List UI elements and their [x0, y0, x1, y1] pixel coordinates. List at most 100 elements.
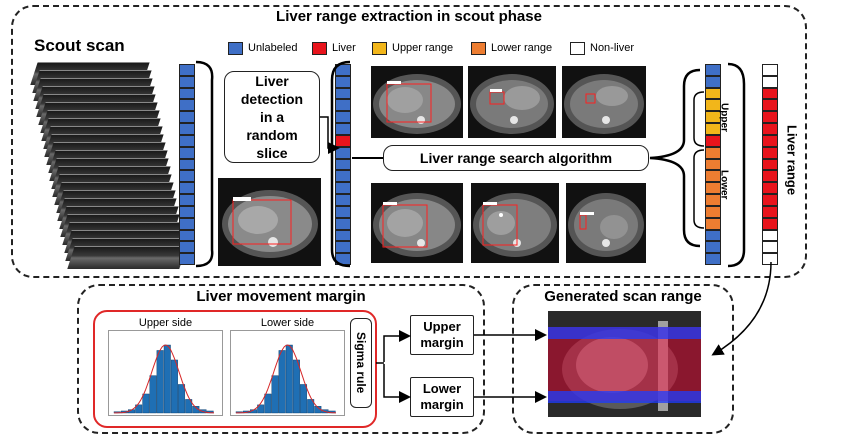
slice-cell: [179, 229, 195, 242]
slice-cell: [335, 194, 351, 206]
ct-slice-upper-1: [371, 66, 463, 138]
slice-cell: [335, 111, 351, 124]
slice-cell: [762, 123, 778, 135]
slice-cell: [705, 253, 721, 265]
slice-cell: [762, 87, 778, 100]
slice-cell: [705, 229, 721, 242]
slice-cell: [705, 75, 721, 88]
slice-cell: [179, 217, 195, 230]
slice-cell: [705, 123, 721, 135]
slice-cell: [179, 146, 195, 159]
ct-slice-lower-1: [371, 183, 463, 263]
lower-margin-box: Lower margin: [410, 377, 474, 417]
slice-cell: [705, 205, 721, 218]
legend-swatch-liver: [312, 42, 327, 55]
scout-scan-label: Scout scan: [34, 36, 125, 55]
slice-cell: [335, 99, 351, 112]
slice-cell: [335, 134, 351, 147]
slice-cell: [762, 194, 778, 206]
liver-detection-box: Liver detection in a random slice: [224, 71, 320, 163]
slice-cell: [762, 217, 778, 230]
slice-cell: [705, 87, 721, 100]
slice-cell: [335, 217, 351, 230]
ct-slice-detection: [218, 178, 321, 266]
lower-label: Lower: [718, 170, 730, 200]
legend-label-upper-range: Upper range: [392, 42, 454, 54]
scout-phase-panel: [11, 5, 807, 278]
histogram-panel: [93, 310, 377, 428]
slice-cell: [762, 170, 778, 183]
slice-cell: [335, 158, 351, 171]
upper-margin-box: Upper margin: [410, 315, 474, 355]
slice-cell: [762, 182, 778, 195]
slice-cell: [762, 205, 778, 218]
slice-cell: [335, 75, 351, 88]
movement-margin-panel: [77, 284, 485, 434]
slice-cell: [705, 182, 721, 195]
slice-cell: [179, 158, 195, 171]
slice-cell: [179, 241, 195, 254]
movement-margin-title: Liver movement margin: [196, 288, 366, 305]
slice-cell: [762, 241, 778, 254]
slice-cell: [179, 253, 195, 265]
sigma-rule-box: Sigma rule: [350, 318, 372, 408]
slice-cell: [705, 146, 721, 159]
slice-cell: [179, 64, 195, 76]
slice-cell: [179, 194, 195, 206]
ct-slice-upper-2: [468, 66, 556, 138]
slice-cell: [179, 123, 195, 135]
slice-cell: [179, 170, 195, 183]
legend-swatch-unlabeled: [228, 42, 243, 55]
slice-cell: [179, 182, 195, 195]
legend-label-lower-range: Lower range: [491, 42, 553, 54]
upper-label: Upper: [718, 102, 730, 132]
slice-cell: [705, 170, 721, 183]
slice-cell: [705, 64, 721, 76]
ct-slice-lower-2: [471, 183, 559, 263]
slice-cell: [762, 253, 778, 265]
slice-cell: [179, 111, 195, 124]
legend-label-liver: Liver: [332, 42, 356, 54]
slice-cell: [705, 217, 721, 230]
scout-slice: [67, 246, 187, 269]
slice-cell: [335, 87, 351, 100]
liver-range-search-box: Liver range search algorithm: [383, 145, 649, 171]
upper-side-histogram: [108, 330, 223, 416]
legend-swatch-non-liver: [570, 42, 585, 55]
slice-cell: [179, 87, 195, 100]
slice-cell: [179, 75, 195, 88]
legend-label-non-liver: Non-liver: [590, 42, 635, 54]
slice-cell: [762, 229, 778, 242]
slice-cell: [335, 229, 351, 242]
slice-cell: [705, 158, 721, 171]
liver-range-label: Liver range: [784, 124, 800, 196]
ct-slice-lower-3: [566, 183, 646, 263]
lower-side-histogram: [230, 330, 345, 416]
slice-cell: [335, 253, 351, 265]
slice-cell: [705, 99, 721, 112]
legend-swatch-upper-range: [372, 42, 387, 55]
slice-cell: [335, 241, 351, 254]
slice-cell: [179, 205, 195, 218]
slice-cell: [179, 99, 195, 112]
slice-cell: [179, 134, 195, 147]
slice-cell: [335, 205, 351, 218]
generated-range-title: Generated scan range: [544, 288, 702, 305]
scout-phase-title: Liver range extraction in scout phase: [276, 8, 542, 25]
slice-cell: [705, 111, 721, 124]
slice-cell: [335, 170, 351, 183]
slice-cell: [335, 146, 351, 159]
generated-scan-image: [548, 311, 701, 417]
lower-side-label: Lower side: [260, 317, 315, 329]
slice-cell: [762, 64, 778, 76]
upper-side-label: Upper side: [138, 317, 193, 329]
slice-cell: [335, 123, 351, 135]
slice-cell: [705, 134, 721, 147]
ct-slice-upper-3: [562, 66, 646, 138]
slice-cell: [705, 241, 721, 254]
legend-label-unlabeled: Unlabeled: [248, 42, 298, 54]
legend-swatch-lower-range: [471, 42, 486, 55]
slice-cell: [762, 75, 778, 88]
sigma-rule-label: Sigma rule: [354, 332, 368, 394]
slice-cell: [705, 194, 721, 206]
